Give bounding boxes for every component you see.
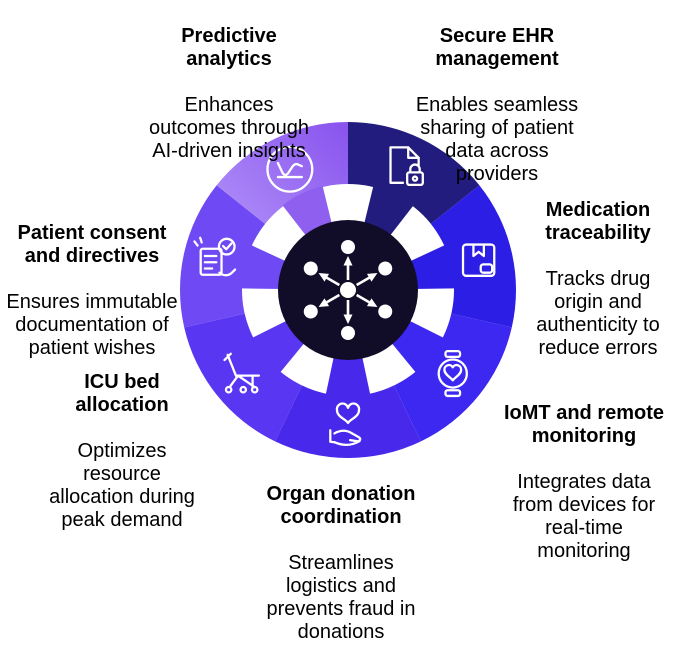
segment-description: Ensures immutable documentation of patie… xyxy=(6,291,178,359)
blockchain-healthcare-diagram: Secure EHR management Enables seamless s… xyxy=(6,2,664,643)
segment-title: Predictive analytics xyxy=(181,25,277,70)
segment-organ-donation-coordination xyxy=(275,381,421,458)
segment-description: Tracks drug origin and authenticity to r… xyxy=(536,268,660,359)
segment-iomt-and-remote-monitoring xyxy=(392,312,512,442)
segment-title: Secure EHR management xyxy=(435,25,559,70)
label-icu-bed-allocation: ICU bed allocation Optimizes resource al… xyxy=(49,348,195,555)
label-organ-donation-coordination: Organ donation coordination Streamlines … xyxy=(267,460,416,667)
label-iomt-and-remote-monitoring: IoMT and remote monitoring Integrates da… xyxy=(504,379,664,586)
segment-title: Patient consent and directives xyxy=(17,222,167,267)
segment-title: ICU bed allocation xyxy=(75,371,169,416)
segment-description: Integrates data from devices for real-ti… xyxy=(512,471,656,562)
segment-description: Enables seamless sharing of patient data… xyxy=(415,94,579,185)
segment-title: Medication traceability xyxy=(545,199,651,244)
segment-description: Optimizes resource allocation during pea… xyxy=(49,440,195,531)
segment-secure-ehr-management xyxy=(348,122,480,227)
segment-icu-bed-allocation xyxy=(184,312,304,442)
spoke-medication-traceability xyxy=(406,245,455,290)
segment-title: Organ donation coordination xyxy=(266,483,416,528)
label-patient-consent-and-directives: Patient consent and directives Ensures i… xyxy=(6,199,177,383)
segment-title: IoMT and remote monitoring xyxy=(503,402,665,447)
segment-medication-traceability xyxy=(427,185,516,328)
spoke-organ-donation-coordination xyxy=(325,352,371,397)
label-medication-traceability: Medication traceability Tracks drug orig… xyxy=(536,176,659,383)
spoke-patient-consent-and-directives xyxy=(241,245,290,290)
segment-patient-consent-and-directives xyxy=(180,185,269,328)
segment-description: Streamlines logistics and prevents fraud… xyxy=(266,552,416,643)
label-predictive-analytics: Predictive analytics Enhances outcomes t… xyxy=(149,2,309,186)
label-secure-ehr-management: Secure EHR management Enables seamless s… xyxy=(416,2,578,209)
donut-diagram xyxy=(180,122,516,458)
segment-description: Enhances outcomes through AI-driven insi… xyxy=(148,94,310,162)
